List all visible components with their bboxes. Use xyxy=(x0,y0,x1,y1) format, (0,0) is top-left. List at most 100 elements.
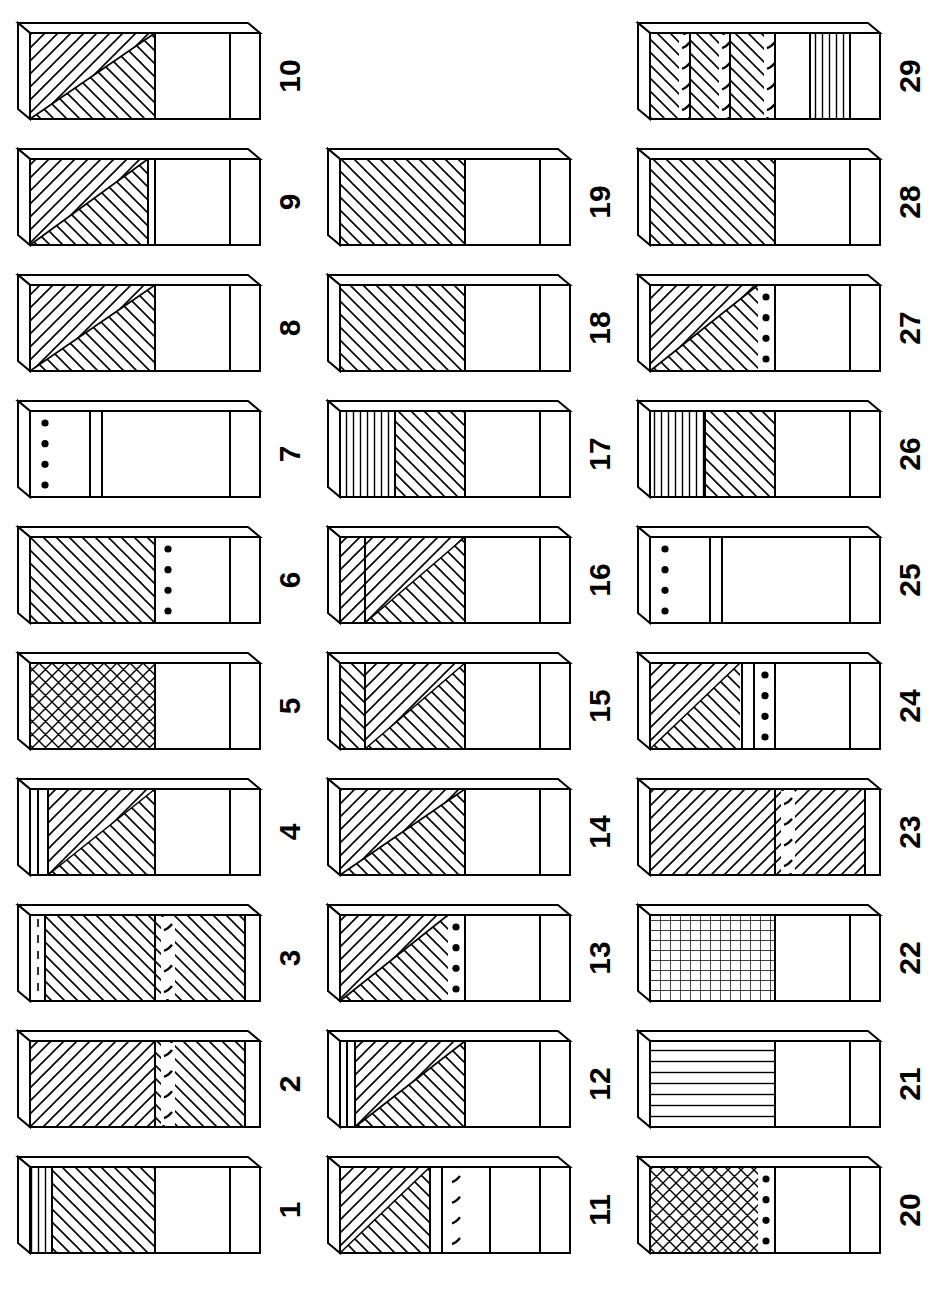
beam xyxy=(18,653,260,749)
divider-line xyxy=(464,537,466,623)
callout-number: 19 xyxy=(585,185,615,218)
beam-outline xyxy=(30,1041,260,1127)
hatch xyxy=(340,285,465,371)
beam-top-face xyxy=(328,527,570,537)
beam-top-face xyxy=(638,275,880,285)
beam-front xyxy=(340,1167,570,1253)
dot-mark xyxy=(762,1217,769,1224)
divider-line xyxy=(539,159,541,245)
tick-mark xyxy=(722,83,730,89)
beam-front xyxy=(30,663,260,749)
beam-front xyxy=(650,1167,880,1253)
hatch xyxy=(340,663,365,749)
beam-outline xyxy=(30,915,260,1001)
beam xyxy=(328,905,570,1001)
divider-line xyxy=(154,537,156,623)
hatch xyxy=(650,789,775,875)
hatch xyxy=(30,537,155,623)
beam xyxy=(638,149,880,245)
beam-outline xyxy=(340,1041,570,1127)
beam xyxy=(638,905,880,1001)
divider-line xyxy=(741,663,743,749)
divider-line xyxy=(849,33,851,119)
tick-mark xyxy=(784,860,792,866)
beam xyxy=(18,23,260,119)
beam-end-face xyxy=(18,653,30,749)
hatch xyxy=(340,915,448,1001)
dot-ground xyxy=(659,539,671,621)
beam-front xyxy=(30,789,260,875)
callout-number: 26 xyxy=(895,437,925,470)
callout-number: 22 xyxy=(895,941,925,974)
hatch-divider xyxy=(355,1041,465,1127)
beam xyxy=(328,401,570,497)
dot-mark xyxy=(452,965,459,972)
beam-end-face xyxy=(328,1157,340,1253)
beam-top-face xyxy=(328,1031,570,1041)
hatch-divider xyxy=(650,663,740,749)
hatch xyxy=(365,663,465,749)
divider-line xyxy=(539,1041,541,1127)
beam-end-face xyxy=(328,779,340,875)
divider-line xyxy=(489,1167,491,1253)
beam-front xyxy=(30,411,260,497)
tick-mark xyxy=(164,924,172,930)
divider-line xyxy=(539,285,541,371)
beam-top-face xyxy=(328,905,570,915)
callout-number: 17 xyxy=(585,437,615,470)
beam xyxy=(638,23,880,119)
tick-mark xyxy=(784,819,792,825)
callout-number: 21 xyxy=(895,1067,925,1100)
tick-mark xyxy=(767,42,775,48)
beam-top-face xyxy=(328,149,570,159)
divider-line xyxy=(849,663,851,749)
beam-front xyxy=(650,537,880,623)
beam-outline xyxy=(340,789,570,875)
beam-top-face xyxy=(328,275,570,285)
beam-outline xyxy=(340,663,570,749)
beam xyxy=(638,1157,880,1253)
divider-line xyxy=(44,915,46,1001)
beam xyxy=(18,149,260,245)
tick-mark xyxy=(682,42,690,48)
beam-outline xyxy=(650,33,880,119)
dot-mark xyxy=(41,481,48,488)
dashed-line xyxy=(37,919,39,997)
hatch-divider xyxy=(30,285,155,371)
hatch xyxy=(650,159,775,245)
tick-mark xyxy=(682,63,690,69)
beam xyxy=(638,401,880,497)
tick-mark xyxy=(452,1176,460,1182)
callout-number: 11 xyxy=(585,1194,615,1226)
beam-end-face xyxy=(638,149,650,245)
tick-mark xyxy=(164,986,172,992)
dot-ground xyxy=(760,1169,772,1251)
hatch xyxy=(355,1041,465,1127)
divider-line xyxy=(154,663,156,749)
beam-top-face xyxy=(638,401,880,411)
divider-line xyxy=(154,1167,156,1253)
dot-mark xyxy=(661,587,668,594)
beam-end-face xyxy=(638,527,650,623)
dot-mark xyxy=(762,1196,769,1203)
dot-mark xyxy=(762,314,769,321)
beam-top-face xyxy=(638,149,880,159)
dot-ground xyxy=(162,539,174,621)
hatch xyxy=(340,537,365,623)
divider-line xyxy=(154,285,156,371)
beam-outline xyxy=(650,915,880,1001)
hatch-divider xyxy=(365,663,465,749)
beam-outline xyxy=(650,663,880,749)
beam-outline xyxy=(340,537,570,623)
hatch xyxy=(30,159,148,245)
beam-front xyxy=(650,915,880,1001)
beam xyxy=(638,779,880,875)
hatch-divider xyxy=(30,159,148,245)
beam xyxy=(18,275,260,371)
hatch xyxy=(340,915,448,1001)
beam-front xyxy=(30,1041,260,1127)
callout-number: 4 xyxy=(275,824,305,841)
callout-number: 24 xyxy=(895,689,925,722)
beam-outline xyxy=(30,159,260,245)
